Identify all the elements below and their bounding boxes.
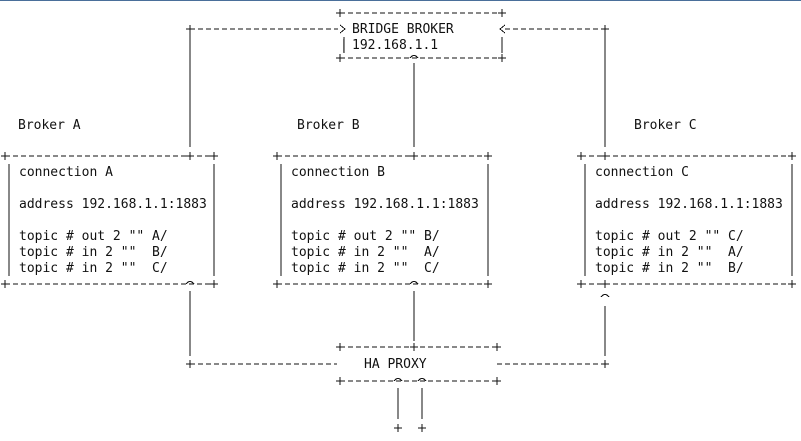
broker-a-label: Broker A: [18, 118, 81, 133]
broker-a-topic-1: topic # out 2 "" A/: [19, 229, 168, 244]
broker-c-frame: [577, 152, 796, 298]
bridge-ip: 192.168.1.1: [352, 38, 439, 53]
bridge-box-frame: [336, 9, 506, 62]
broker-b-address: address 192.168.1.1:1883: [291, 197, 479, 212]
broker-c-connection: connection C: [595, 165, 689, 180]
broker-b-topic-1: topic # out 2 "" B/: [291, 229, 440, 244]
broker-c-label: Broker C: [634, 118, 697, 133]
broker-c-address: address 192.168.1.1:1883: [595, 197, 783, 212]
bridge-link-a: [186, 24, 346, 147]
proxy-link-c: [497, 306, 609, 368]
proxy-link-a: [186, 291, 337, 368]
broker-c-topic-3: topic # in 2 "" B/: [595, 261, 744, 276]
broker-a-address: address 192.168.1.1:1883: [19, 197, 207, 212]
broker-b-topic-2: topic # in 2 "" A/: [291, 245, 440, 260]
broker-b-label: Broker B: [297, 118, 360, 133]
broker-b-frame: [273, 152, 492, 288]
proxy-title: HA PROXY: [362, 357, 429, 373]
broker-c-topic-1: topic # out 2 "" C/: [595, 229, 744, 244]
broker-a-connection: connection A: [19, 165, 113, 180]
bridge-link-b: [409, 55, 419, 147]
broker-a-topic-2: topic # in 2 "" B/: [19, 245, 168, 260]
broker-a-frame: [1, 152, 218, 288]
proxy-outputs: [394, 388, 426, 432]
bridge-title: BRIDGE BROKER: [352, 22, 454, 37]
bridge-ip-bar: |: [340, 38, 348, 53]
broker-a-topic-3: topic # in 2 "" C/: [19, 261, 168, 276]
broker-b-topic-3: topic # in 2 "" C/: [291, 261, 440, 276]
broker-b-connection: connection B: [291, 165, 385, 180]
broker-c-topic-2: topic # in 2 "" A/: [595, 245, 744, 260]
proxy-box-frame: [336, 343, 501, 385]
bridge-link-c: [499, 24, 609, 147]
